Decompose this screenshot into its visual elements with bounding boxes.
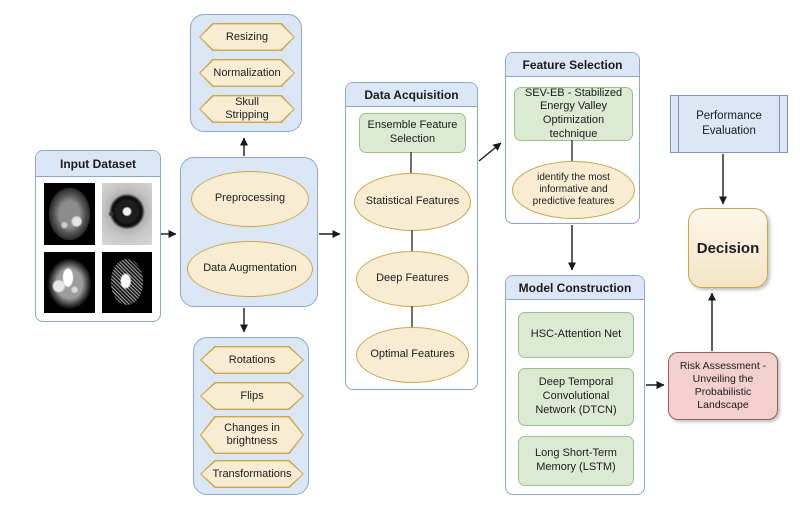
hexagon-fill: [201, 383, 303, 409]
node-data-augmentation: Data Augmentation: [187, 241, 313, 297]
node-statistical-features: Statistical Features: [354, 173, 471, 231]
node-label: Changes in brightness: [224, 422, 280, 447]
feature-selection-panel: Feature Selection SEV-EB - Stabilized En…: [505, 52, 640, 224]
node-performance-evaluation: Performance Evaluation: [670, 95, 788, 153]
node-dtcn: Deep Temporal Convolutional Network (DTC…: [518, 368, 634, 426]
node-label: Skull Stripping: [225, 96, 269, 121]
node-label: Performance Evaluation: [696, 110, 762, 137]
preprocessing-group: Preprocessing Data Augmentation: [180, 157, 318, 307]
hexagon-fill: [200, 60, 294, 86]
node-ensemble-feature-selection: Ensemble Feature Selection: [359, 113, 466, 153]
side-bar: [779, 96, 780, 152]
brain-mri-image: [44, 183, 95, 245]
node-label: Flips: [240, 389, 264, 402]
panel-title: Input Dataset: [36, 151, 160, 177]
hexagon-fill: [201, 417, 303, 453]
node-skull-stripping: Skull Stripping: [199, 95, 295, 123]
node-sev-eb-technique: SEV-EB - Stabilized Energy Valley Optimi…: [514, 87, 633, 141]
arrow-acquisition-to-feature-selection: [478, 142, 502, 162]
node-transformations: Transformations: [200, 460, 304, 488]
node-label: Transformations: [212, 467, 292, 480]
node-label: Normalization: [213, 66, 281, 79]
panel-title: Feature Selection: [506, 53, 639, 77]
node-lstm: Long Short-Term Memory (LSTM): [518, 436, 634, 486]
speckle-texture: [110, 259, 143, 305]
node-risk-assessment: Risk Assessment - Unveiling the Probabil…: [668, 352, 778, 420]
input-dataset-panel: Input Dataset: [35, 150, 161, 322]
augmentation-steps-group: Rotations Flips Changes in brightness Tr…: [193, 337, 309, 495]
node-preprocessing: Preprocessing: [191, 171, 309, 227]
node-optimal-features: Optimal Features: [356, 327, 469, 383]
hexagon-fill: [201, 461, 303, 487]
node-normalization: Normalization: [199, 59, 295, 87]
chest-ct-image: [44, 251, 95, 313]
node-rotations: Rotations: [200, 346, 304, 374]
dataset-image-grid: [44, 183, 152, 313]
node-deep-features: Deep Features: [356, 251, 469, 307]
side-bar: [678, 96, 679, 152]
hexagon-fill: [200, 96, 294, 122]
eye-scan-image: [101, 183, 152, 245]
data-acquisition-panel: Data Acquisition Ensemble Feature Select…: [345, 82, 478, 390]
panel-title: Data Acquisition: [346, 83, 477, 107]
node-decision: Decision: [688, 208, 768, 288]
node-resizing: Resizing: [199, 23, 295, 51]
node-label: Resizing: [225, 30, 269, 43]
node-hsc-attention-net: HSC-Attention Net: [518, 312, 634, 358]
node-changes-in-brightness: Changes in brightness: [200, 416, 304, 454]
model-construction-panel: Model Construction HSC-Attention Net Dee…: [505, 275, 645, 495]
panel-title: Model Construction: [506, 276, 644, 300]
brain-map-image: [101, 251, 152, 313]
preprocessing-steps-group: Resizing Normalization Skull Stripping: [190, 14, 302, 132]
hexagon-fill: [201, 347, 303, 373]
node-flips: Flips: [200, 382, 304, 410]
hexagon-fill: [200, 24, 294, 50]
node-label: Rotations: [228, 353, 276, 366]
node-identify-features: identify the most informative and predic…: [512, 161, 635, 219]
